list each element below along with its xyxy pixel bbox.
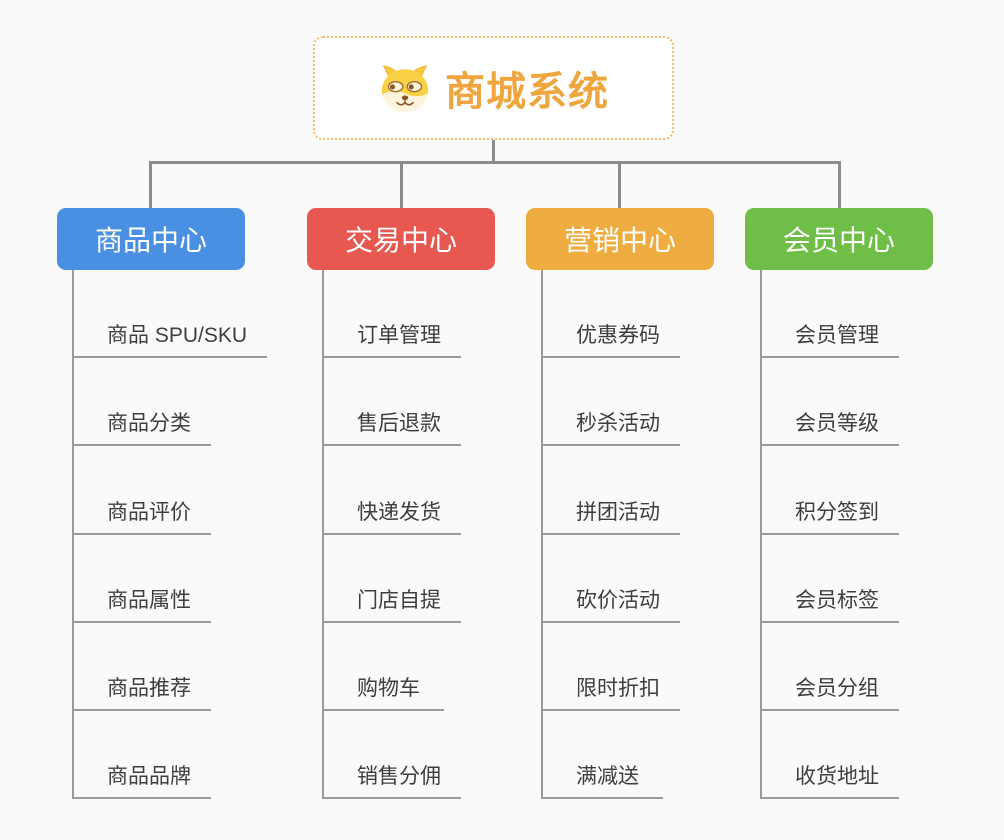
mindmap-node[interactable]: 会员分组: [762, 623, 899, 711]
branch-items-products: 商品 SPU/SKU 商品分类 商品评价 商品属性 商品推荐 商品品牌: [72, 270, 268, 800]
root-node[interactable]: 商城系统: [313, 36, 674, 140]
mindmap-node[interactable]: 购物车: [324, 623, 444, 711]
mindmap-node[interactable]: 商品评价: [74, 446, 211, 535]
mindmap-node[interactable]: 门店自提: [324, 535, 461, 623]
connector-root-stem: [492, 140, 495, 163]
mindmap-node[interactable]: 商品属性: [74, 535, 211, 623]
mindmap-node[interactable]: 拼团活动: [543, 446, 680, 535]
branch-trade: 交易中心 订单管理 售后退款 快递发货 门店自提 购物车 销售分佣: [307, 208, 495, 800]
branch-items-trade: 订单管理 售后退款 快递发货 门店自提 购物车 销售分佣: [322, 270, 461, 800]
branch-header-marketing[interactable]: 营销中心: [526, 208, 714, 270]
dog-face-icon: [381, 65, 429, 113]
branch-members: 会员中心 会员管理 会员等级 积分签到 会员标签 会员分组 收货地址: [745, 208, 933, 800]
mindmap-node[interactable]: 优惠券码: [543, 270, 680, 359]
branch-marketing: 营销中心 优惠券码 秒杀活动 拼团活动 砍价活动 限时折扣 满减送: [526, 208, 714, 800]
mindmap-node[interactable]: 满减送: [543, 711, 663, 800]
mindmap-node[interactable]: 限时折扣: [543, 623, 680, 711]
branch-header-members[interactable]: 会员中心: [745, 208, 933, 270]
mindmap-node[interactable]: 会员管理: [762, 270, 899, 359]
mindmap-node[interactable]: 积分签到: [762, 446, 899, 535]
mindmap-node[interactable]: 订单管理: [324, 270, 461, 359]
mindmap-node[interactable]: 商品 SPU/SKU: [74, 270, 268, 359]
mindmap-node[interactable]: 快递发货: [324, 446, 461, 535]
mindmap-node[interactable]: 商品推荐: [74, 623, 211, 711]
mindmap-node[interactable]: 会员标签: [762, 535, 899, 623]
mindmap-node[interactable]: 砍价活动: [543, 535, 680, 623]
mindmap-node[interactable]: 销售分佣: [324, 711, 461, 800]
connector-drop-marketing: [618, 161, 621, 209]
branch-products: 商品中心 商品 SPU/SKU 商品分类 商品评价 商品属性 商品推荐 商品品牌: [57, 208, 268, 800]
branch-header-trade[interactable]: 交易中心: [307, 208, 495, 270]
connector-drop-members: [838, 161, 841, 209]
branch-header-products[interactable]: 商品中心: [57, 208, 245, 270]
branch-items-marketing: 优惠券码 秒杀活动 拼团活动 砍价活动 限时折扣 满减送: [541, 270, 680, 800]
branch-items-members: 会员管理 会员等级 积分签到 会员标签 会员分组 收货地址: [760, 270, 899, 800]
connector-bus: [150, 161, 841, 164]
connector-drop-products: [149, 161, 152, 209]
mindmap-node[interactable]: 商品分类: [74, 358, 211, 447]
root-title: 商城系统: [445, 70, 609, 114]
mindmap-node[interactable]: 收货地址: [762, 711, 899, 800]
connector-drop-trade: [400, 161, 403, 209]
mindmap-node[interactable]: 商品品牌: [74, 711, 211, 800]
mindmap-node[interactable]: 售后退款: [324, 358, 461, 447]
mindmap-node[interactable]: 秒杀活动: [543, 358, 680, 447]
mindmap-node[interactable]: 会员等级: [762, 358, 899, 447]
